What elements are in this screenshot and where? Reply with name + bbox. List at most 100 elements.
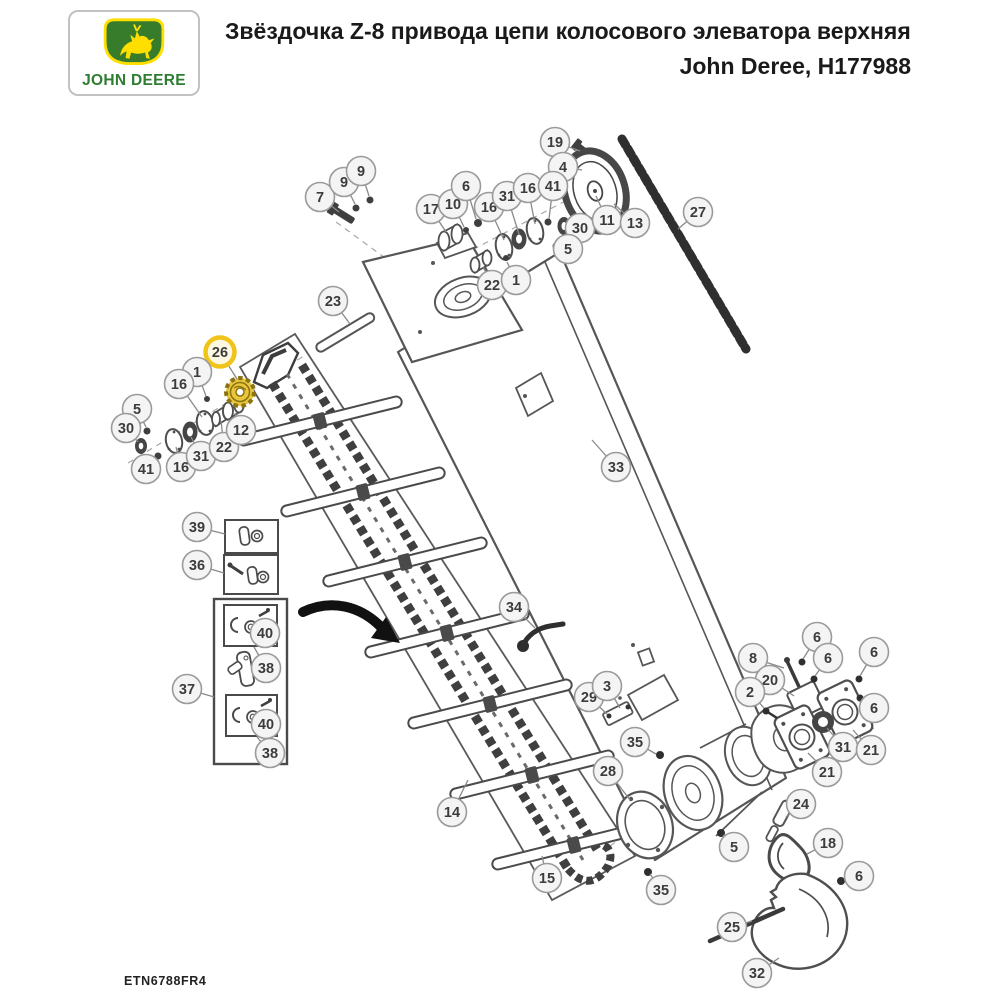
svg-text:40: 40 [257,626,273,642]
left-shaft-parts [135,376,256,460]
crank-handle-34 [517,621,566,652]
callout-39: 39 [181,511,226,543]
svg-text:16: 16 [173,460,189,476]
callout-28: 28 [592,755,631,801]
callout-35: 35 [645,873,677,906]
svg-text:11: 11 [599,213,614,229]
callout-29: 29 [573,681,608,715]
svg-text:34: 34 [506,600,522,616]
svg-text:29: 29 [581,690,597,706]
callout-6: 6 [843,860,875,892]
link-kit-boxes [212,519,289,766]
title-part-number: John Deree, H177988 [679,53,911,79]
callout-40: 40 [250,708,282,740]
svg-text:9: 9 [357,164,365,180]
svg-text:16: 16 [481,200,497,216]
svg-text:15: 15 [539,871,555,887]
svg-text:39: 39 [189,520,205,536]
svg-text:40: 40 [258,717,274,733]
svg-text:33: 33 [608,460,624,476]
svg-text:4: 4 [559,160,567,176]
callout-41: 41 [537,170,569,220]
pointer-arrow [298,600,400,643]
svg-text:24: 24 [793,797,809,813]
svg-text:6: 6 [462,179,470,195]
callout-1: 1 [500,261,532,296]
callout-37: 37 [171,673,215,705]
svg-text:6: 6 [870,701,878,717]
svg-text:14: 14 [444,805,460,821]
callout-31: 31 [826,727,859,763]
svg-text:41: 41 [545,179,561,195]
svg-text:1: 1 [512,273,520,289]
svg-text:7: 7 [316,190,324,206]
svg-text:30: 30 [572,221,588,237]
svg-text:22: 22 [216,440,232,456]
svg-text:21: 21 [819,765,835,781]
svg-text:6: 6 [813,630,821,646]
callout-5: 5 [718,831,750,863]
svg-text:26: 26 [212,345,228,361]
svg-text:35: 35 [653,883,669,899]
callout-6: 6 [450,170,482,220]
svg-text:35: 35 [627,735,643,751]
page-title: Звёздочка Z-8 привода цепи колосового эл… [225,18,911,80]
callout-35: 35 [619,726,657,758]
callout-41: 41 [130,453,162,485]
svg-text:25: 25 [724,920,740,936]
callout-6: 6 [812,642,844,677]
callout-32: 32 [741,957,780,989]
svg-text:5: 5 [730,840,738,856]
callout-16: 16 [163,368,203,418]
svg-text:5: 5 [133,402,141,418]
svg-text:1: 1 [193,365,201,381]
callout-14: 14 [436,779,469,828]
svg-text:6: 6 [855,869,863,885]
svg-text:5: 5 [564,242,572,258]
svg-text:23: 23 [325,294,341,310]
callout-15: 15 [531,855,563,894]
drive-chain-27 [617,134,751,354]
svg-text:28: 28 [600,764,616,780]
callout-23: 23 [317,285,351,325]
chain-paddles [237,395,657,871]
svg-text:21: 21 [863,743,879,759]
chain-frame [238,332,637,902]
svg-text:38: 38 [258,661,274,677]
title-part-name: Звёздочка Z-8 привода цепи колосового эл… [225,18,911,44]
guide-rod [315,312,376,353]
chain-guide-plate [252,341,300,390]
svg-text:2: 2 [746,685,754,701]
svg-text:31: 31 [193,449,209,465]
svg-text:20: 20 [762,673,778,689]
callout-5: 5 [552,233,584,265]
callout-9: 9 [345,155,377,197]
svg-text:13: 13 [627,216,643,232]
shield-32 [750,872,849,970]
callout-31: 31 [185,436,217,472]
callout-13: 13 [613,203,651,239]
svg-text:17: 17 [423,202,439,218]
svg-text:10: 10 [445,197,461,213]
svg-text:16: 16 [171,377,187,393]
svg-text:36: 36 [189,558,205,574]
deer-emblem-icon [103,17,165,65]
callout-16: 16 [512,172,544,225]
svg-text:6: 6 [870,645,878,661]
logo-wordmark: JOHN DEERE [82,71,186,89]
callout-33: 33 [591,439,632,483]
tensioner-parts [707,799,849,970]
callout-12: 12 [225,412,257,446]
svg-text:3: 3 [603,679,611,695]
svg-text:37: 37 [179,682,195,698]
bearing-plate-assembly [762,657,874,770]
sprocket-26-highlighted [224,376,256,408]
callout-30: 30 [110,412,142,444]
callout-8: 8 [737,642,785,674]
svg-text:19: 19 [547,135,563,151]
callout-21: 21 [807,752,843,788]
drawing-code: ETN6788FR4 [124,974,207,988]
